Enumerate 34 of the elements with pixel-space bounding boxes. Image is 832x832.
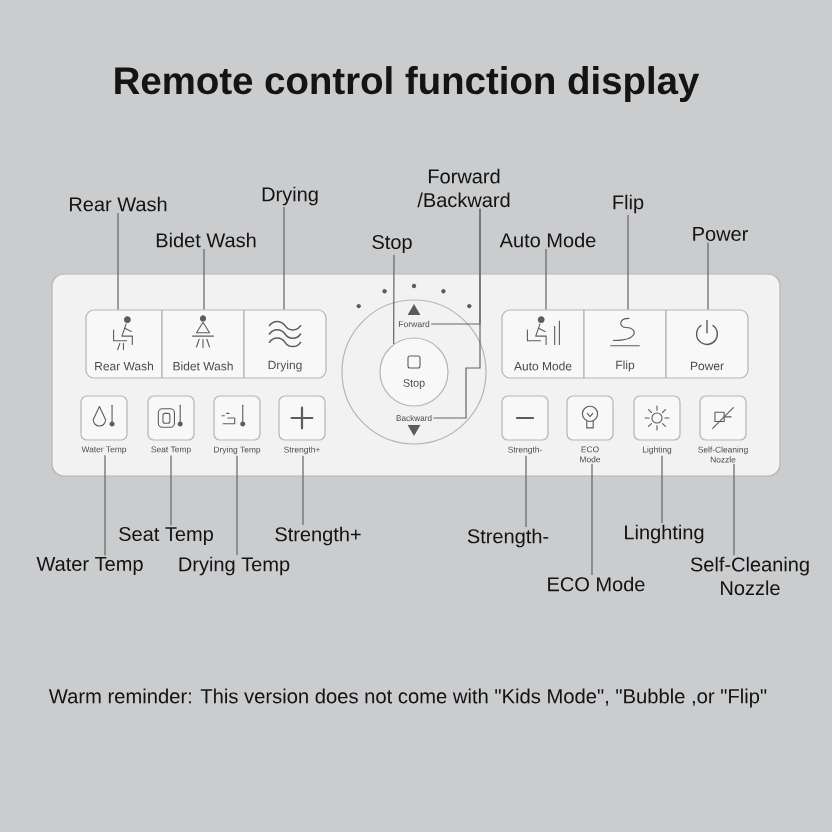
callout-label: Auto Mode [499, 232, 596, 248]
leader-line [283, 206, 285, 311]
leader-line [525, 455, 527, 528]
callout-label: Strength- [467, 528, 549, 548]
callout-label: Bidet Wash [156, 232, 256, 248]
leader-line [432, 208, 481, 419]
callout-label: Seat Temp [119, 526, 213, 546]
callout-label: Rear Wash [70, 196, 167, 212]
callout-label: Stop [372, 234, 412, 254]
leader-line [170, 454, 172, 526]
callout-label: Drying Temp [179, 556, 290, 576]
leader-line [591, 463, 593, 576]
callout-label: Power [693, 227, 748, 241]
leader-line [393, 254, 395, 345]
callout-label: Strength+ [275, 526, 361, 546]
title: Remote control function display [115, 66, 700, 102]
leader-line [707, 242, 709, 311]
callout-label: Drying [262, 186, 318, 206]
leader-line [104, 454, 106, 557]
leader-line [203, 248, 205, 311]
callout-label: Flip [613, 194, 644, 214]
callout-label: ECO Mode [548, 576, 645, 592]
leader-line [733, 463, 735, 556]
leader-line [661, 455, 663, 524]
callout-label: Forward /Backward [417, 168, 510, 208]
leader-line [627, 214, 629, 311]
callout-label: Linghting [625, 524, 704, 544]
callout-label: Self-Cleaning Nozzle [690, 556, 809, 596]
leader-line [117, 212, 119, 311]
leader-line [302, 455, 304, 526]
leader-line [545, 248, 547, 311]
note: Warm reminder: This version does not come with "Kids Mode", "Bubble ,or "Flip" [48, 688, 767, 708]
leader-line [236, 455, 238, 556]
callout-label: Water Temp [36, 557, 143, 575]
